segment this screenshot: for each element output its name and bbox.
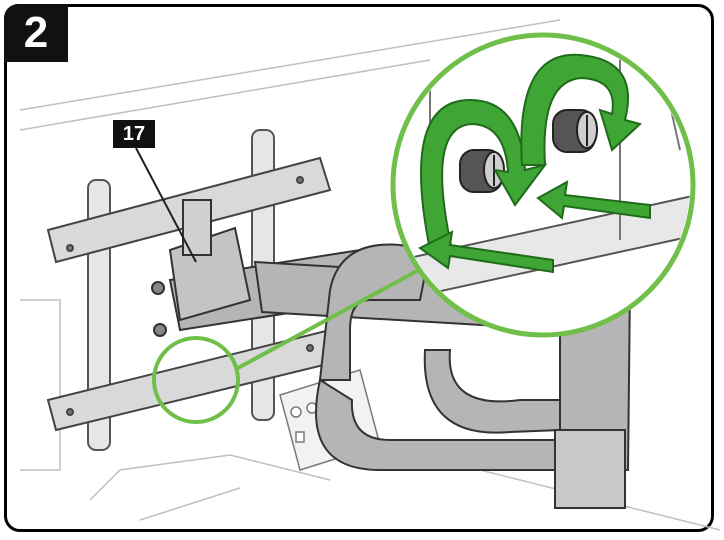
- zoom-detail: [390, 32, 696, 338]
- zoom-connector-line: [237, 263, 429, 370]
- background-wall: [19, 19, 721, 531]
- part-number-label: 17: [113, 120, 155, 148]
- step-number-badge: 2: [4, 4, 68, 62]
- push-direction-arrows-icon: [418, 180, 651, 274]
- part-17-leader-line: [135, 147, 197, 263]
- articulating-arm: [168, 243, 632, 509]
- detail-circle-small: [152, 336, 240, 424]
- tighten-clockwise-arrows-icon: [420, 53, 643, 251]
